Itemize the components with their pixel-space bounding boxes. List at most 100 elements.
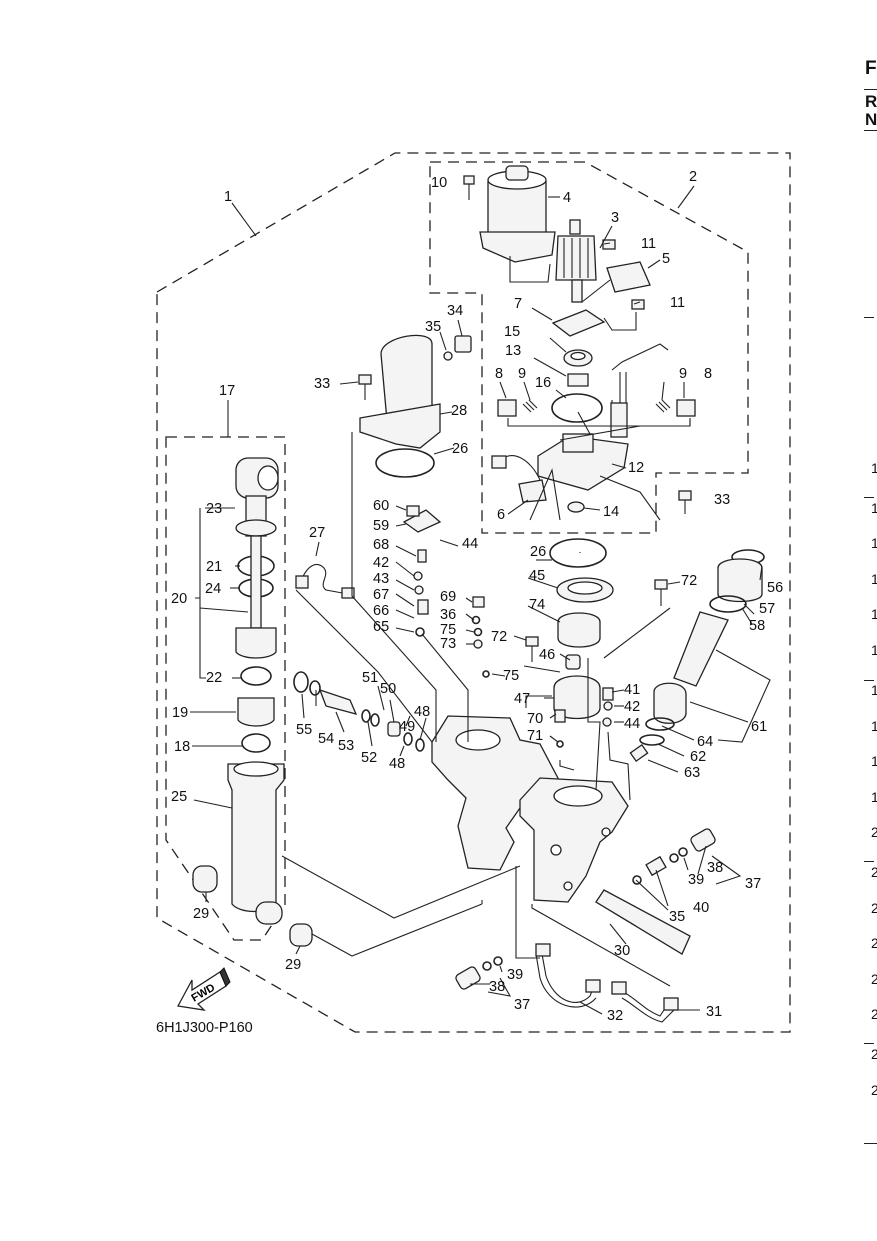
callout: 51 [362, 670, 378, 686]
callout: 71 [527, 728, 543, 744]
callout: 8 [704, 366, 712, 382]
callout: 2 [689, 169, 697, 185]
callout: 15 [504, 324, 520, 340]
edge-number: 2 [871, 900, 877, 916]
ring-54 [309, 680, 321, 696]
callout: 26 [452, 441, 468, 457]
manual-valve-53 [318, 688, 358, 715]
callout: 50 [380, 681, 396, 697]
edge-header-f: F [865, 58, 877, 79]
bolt-63 [629, 743, 649, 763]
callout: 38 [707, 860, 723, 876]
callout: 55 [296, 722, 312, 738]
callout: 70 [527, 711, 543, 727]
callout: 11 [670, 295, 685, 311]
edge-rule [864, 89, 877, 90]
brush-holder [606, 261, 651, 293]
callout: 4 [563, 190, 571, 206]
callout: 63 [684, 765, 700, 781]
callout: 72 [491, 629, 507, 645]
callout: 33 [314, 376, 330, 392]
callout: 56 [767, 580, 783, 596]
assembly-2-boundary [429, 161, 749, 534]
callout: 8 [495, 366, 503, 382]
callout: 39 [507, 967, 523, 983]
callout: 21 [206, 559, 222, 575]
seal-14 [567, 501, 585, 513]
callout: 24 [205, 581, 221, 597]
callout: 58 [749, 618, 765, 634]
edge-number: 1 [871, 718, 877, 734]
callout: 39 [688, 872, 704, 888]
callout: 37 [514, 997, 530, 1013]
edge-rule [864, 861, 874, 862]
callout: 37 [745, 876, 761, 892]
assembly-1-boundary [156, 152, 791, 1033]
callout: 13 [505, 343, 521, 359]
callout: 11 [641, 236, 656, 252]
callout: 32 [607, 1008, 623, 1024]
ring-58 [709, 595, 747, 613]
callout: 25 [171, 789, 187, 805]
edge-header-n: N [865, 110, 877, 129]
callout: 9 [518, 366, 526, 382]
callout: 45 [529, 568, 545, 584]
edge-rule [864, 130, 877, 131]
callout: 29 [193, 906, 209, 922]
armature [555, 219, 597, 303]
leader-lines [190, 185, 771, 1015]
brush-plate [551, 309, 606, 337]
callout: 53 [338, 738, 354, 754]
callout: 54 [318, 731, 334, 747]
callout: 3 [611, 210, 619, 226]
ring-26-lower [549, 538, 607, 568]
motor-housing [479, 165, 556, 263]
callout: 73 [440, 636, 456, 652]
callout: 75 [440, 622, 456, 638]
callout: 59 [373, 518, 389, 534]
hose-27 [299, 564, 349, 595]
edge-rule [864, 497, 874, 498]
callout: 42 [624, 699, 640, 715]
callout: 49 [399, 719, 415, 735]
callout: 6 [497, 507, 505, 523]
ring-55 [293, 671, 309, 693]
callout: 40 [693, 900, 709, 916]
callout: 61 [751, 719, 767, 735]
pump-body [431, 715, 629, 903]
callout: 17 [219, 383, 235, 399]
callout: 14 [603, 504, 619, 520]
motor-end-frame [537, 343, 669, 491]
cap-57 [717, 558, 763, 603]
motor-cover [359, 334, 441, 449]
callout: 48 [389, 756, 405, 772]
screw-72 [654, 579, 668, 590]
callout: 52 [361, 750, 377, 766]
bolt-34 [454, 335, 472, 353]
callout: 35 [669, 909, 685, 925]
callout: 5 [662, 251, 670, 267]
edge-rule [864, 680, 874, 681]
callout: 31 [706, 1004, 722, 1020]
callout: 29 [285, 957, 301, 973]
callout: 20 [171, 591, 187, 607]
callout: 19 [172, 705, 188, 721]
seal [567, 373, 589, 387]
edge-number: 1 [871, 500, 877, 516]
callout: 44 [624, 716, 640, 732]
rod-30 [595, 889, 691, 955]
ring-74 [557, 612, 601, 648]
edge-rule [864, 317, 874, 318]
edge-number: 1 [871, 571, 877, 587]
edge-number: 2 [871, 824, 877, 840]
piston-64 [653, 682, 687, 724]
ring-62 [639, 734, 665, 746]
callout: 33 [714, 492, 730, 508]
callout: 38 [489, 979, 505, 995]
callout: 42 [373, 555, 389, 571]
callout: 18 [174, 739, 190, 755]
callout: 34 [447, 303, 463, 319]
callout: 74 [529, 597, 545, 613]
edge-number: 1 [871, 642, 877, 658]
